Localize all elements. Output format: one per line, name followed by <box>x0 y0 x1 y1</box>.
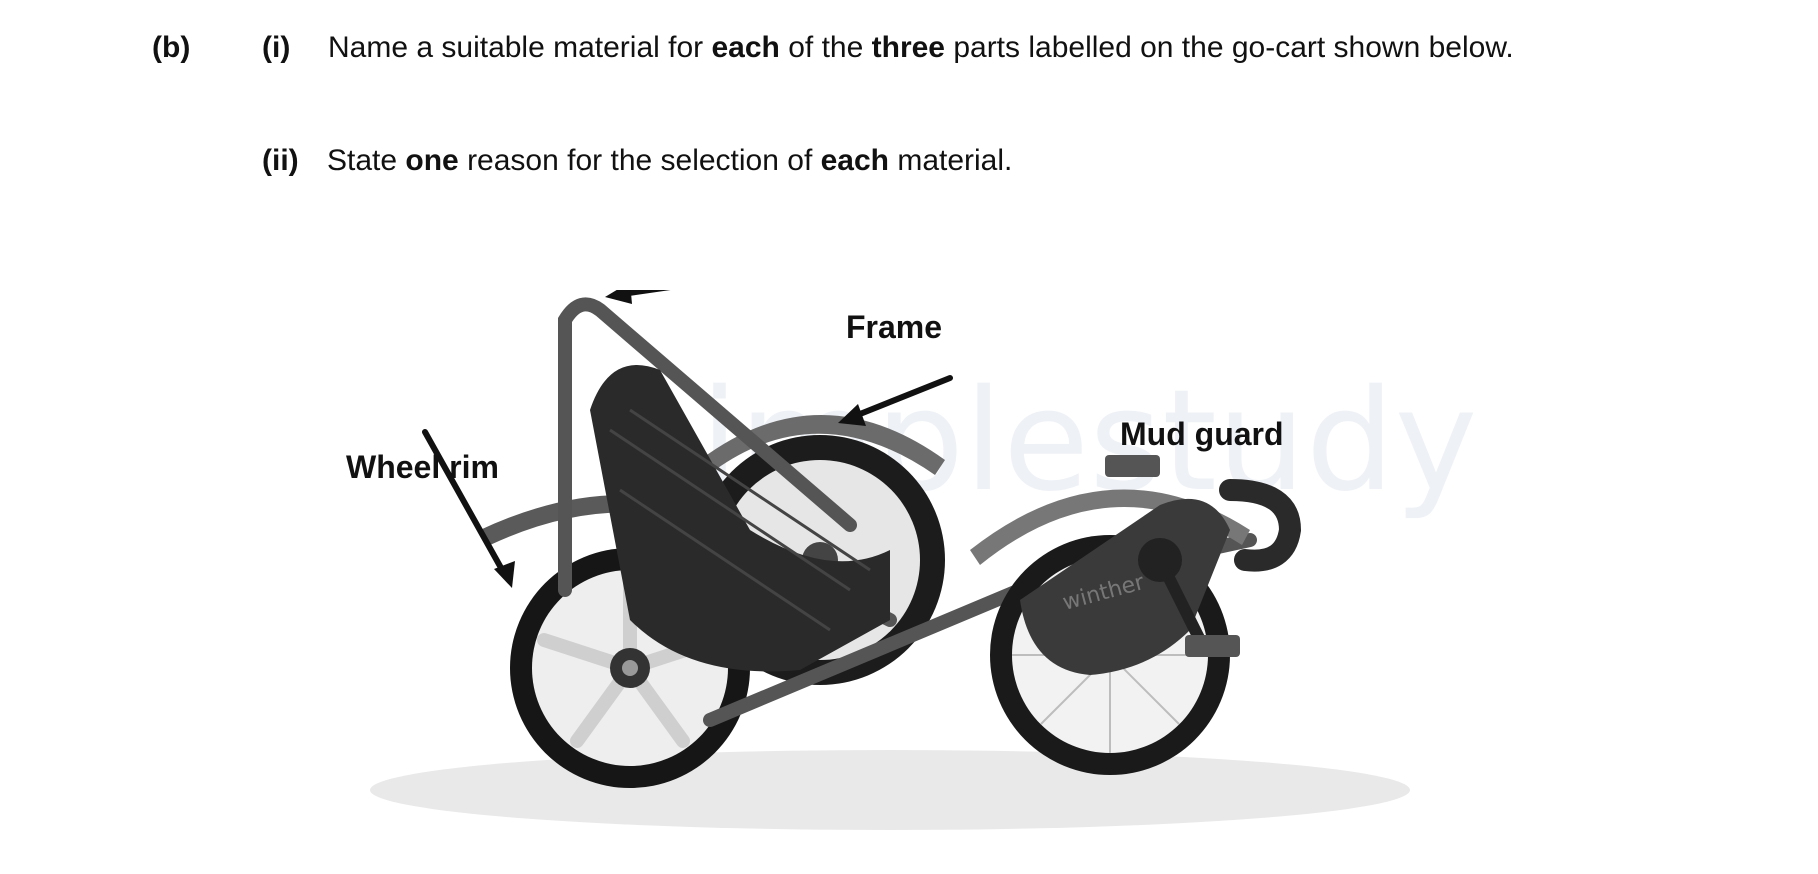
subquestion-i-text: Name a suitable material for each of the… <box>328 30 1514 66</box>
mud-guard-arrow-shaft <box>847 375 953 421</box>
pedal-crank <box>1105 455 1240 657</box>
wheel-rim-arrow-shaft <box>422 429 508 578</box>
subquestion-i-segment: each <box>711 31 780 64</box>
foot-rest <box>1219 479 1302 572</box>
subquestion-i-segment: Name a suitable material for <box>328 31 712 64</box>
subquestion-i-segment: parts labelled on the go-cart shown belo… <box>944 31 1514 64</box>
subquestion-ii-segment: material. <box>889 144 1013 177</box>
go-cart-illustration: winther <box>370 290 1410 830</box>
subquestion-ii-label: (ii) <box>262 144 299 177</box>
subquestion-i-segment: three <box>871 31 945 64</box>
subquestion-ii-segment: State <box>327 144 406 177</box>
mud-guard <box>700 415 945 475</box>
frame-arrow-head <box>605 290 632 304</box>
subquestion-i-segment: of the <box>779 31 872 64</box>
callout-wheel-rim: Wheel rim <box>346 449 499 485</box>
callout-mud-guard: Mud guard <box>1120 416 1284 452</box>
callout-frame: Frame <box>846 309 943 345</box>
chain-guard <box>1020 498 1230 675</box>
ground-shadow <box>370 750 1410 830</box>
wheel-rim-arrow-head <box>494 561 515 588</box>
subquestion-ii-segment: each <box>820 144 889 177</box>
subquestion-ii-text: State one reason for the selection of ea… <box>327 143 1012 179</box>
subquestion-i-label: (i) <box>262 31 291 64</box>
subquestion-ii-segment: one <box>405 144 459 177</box>
question-part-label: (b) <box>152 31 191 64</box>
mud-guard-arrow-head <box>838 404 866 426</box>
subquestion-ii-segment: reason for the selection of <box>458 144 821 177</box>
